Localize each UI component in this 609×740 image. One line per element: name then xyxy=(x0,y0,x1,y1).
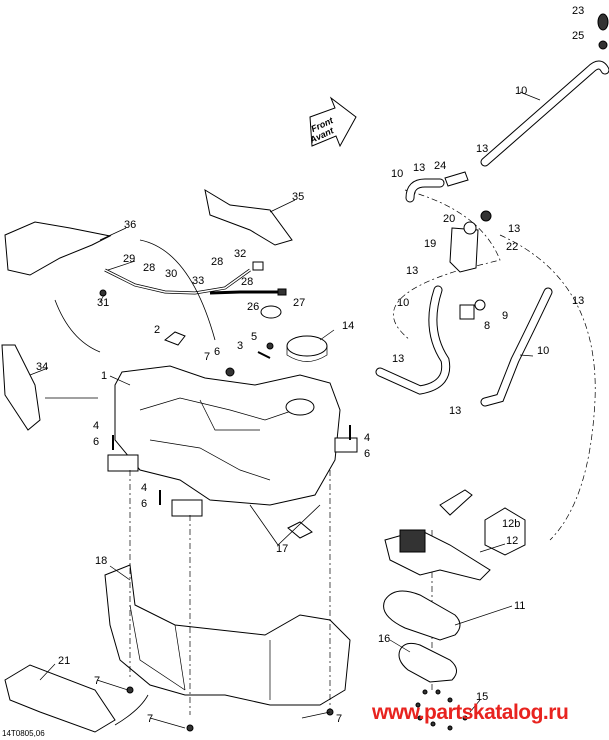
callout-17: 17 xyxy=(276,543,288,555)
callout-15: 15 xyxy=(476,691,488,703)
callout-28: 28 xyxy=(241,276,253,288)
callout-23: 23 xyxy=(572,5,584,17)
callout-10: 10 xyxy=(537,345,549,357)
callout-13: 13 xyxy=(572,295,584,307)
callout-2: 2 xyxy=(154,324,160,336)
callout-10: 10 xyxy=(391,168,403,180)
shield-34 xyxy=(1,344,41,431)
clamp-20 xyxy=(463,221,477,235)
callout-13: 13 xyxy=(476,143,488,155)
callout-6: 6 xyxy=(214,346,220,358)
callout-3: 3 xyxy=(237,340,243,352)
callout-7: 7 xyxy=(336,713,342,725)
callout-7: 7 xyxy=(204,351,210,363)
callout-5: 5 xyxy=(251,331,257,343)
shield-21 xyxy=(4,664,116,733)
screws-15 xyxy=(415,689,468,731)
callout-7: 7 xyxy=(94,675,100,687)
ring-16 xyxy=(398,642,457,683)
clamp-13-filter xyxy=(480,210,492,222)
callout-22: 22 xyxy=(506,241,518,253)
connector-32 xyxy=(252,261,264,271)
callout-20: 20 xyxy=(443,213,455,225)
callout-6: 6 xyxy=(141,498,147,510)
callout-13: 13 xyxy=(449,405,461,417)
callout-11: 11 xyxy=(514,600,525,612)
callout-32: 32 xyxy=(234,248,246,260)
callout-21: 21 xyxy=(58,655,70,667)
drawing-code: 14T0805,06 xyxy=(2,729,45,738)
clamp-31 xyxy=(99,289,107,297)
callout-1: 1 xyxy=(101,370,107,382)
clip-9 xyxy=(474,299,486,311)
bolt-5 xyxy=(266,342,274,350)
callout-13: 13 xyxy=(413,162,425,174)
gasket-11 xyxy=(383,590,461,641)
callout-12: 12 xyxy=(506,535,518,547)
callout-18: 18 xyxy=(95,555,107,567)
callout-13: 13 xyxy=(406,265,418,277)
fuel-pump-12 xyxy=(384,489,491,581)
callout-28: 28 xyxy=(211,256,223,268)
callout-13: 13 xyxy=(508,223,520,235)
callout-36: 36 xyxy=(124,219,136,231)
callout-14: 14 xyxy=(342,320,354,332)
front-direction-arrow: Front Avant xyxy=(307,96,357,148)
shield-35 xyxy=(204,188,293,246)
clip-2 xyxy=(164,331,186,346)
callout-6: 6 xyxy=(364,448,370,460)
connector-24 xyxy=(444,171,469,187)
callout-4: 4 xyxy=(93,420,99,432)
heat-shield-36 xyxy=(4,221,112,276)
callout-24: 24 xyxy=(434,160,446,172)
nut-7 xyxy=(225,367,235,377)
callout-10: 10 xyxy=(515,85,527,97)
label-8 xyxy=(459,304,475,320)
callout-4: 4 xyxy=(141,482,147,494)
callout-6: 6 xyxy=(93,436,99,448)
callout-13: 13 xyxy=(392,353,404,365)
callout-35: 35 xyxy=(292,191,304,203)
skid-plate-18 xyxy=(104,564,351,706)
callout-29: 29 xyxy=(123,253,135,265)
callout-9: 9 xyxy=(502,310,508,322)
watermark: www.partskatalog.ru xyxy=(372,701,569,724)
callout-25: 25 xyxy=(572,30,584,42)
screw-3 xyxy=(257,351,271,359)
callout-4: 4 xyxy=(364,432,370,444)
callout-19: 19 xyxy=(424,238,436,250)
callout-27: 27 xyxy=(293,297,305,309)
clamp-25 xyxy=(598,40,608,50)
callout-31: 31 xyxy=(97,297,109,309)
fuel-filter-19 xyxy=(449,227,479,273)
grommet-26 xyxy=(260,305,282,319)
callout-26: 26 xyxy=(247,301,259,313)
valve-27 xyxy=(277,288,287,296)
callout-33: 33 xyxy=(192,275,204,287)
callout-12b: 12b xyxy=(502,518,520,530)
callout-16: 16 xyxy=(378,633,390,645)
fuel-tank-1 xyxy=(107,365,358,517)
callout-8: 8 xyxy=(484,320,490,332)
vent-valve-23 xyxy=(597,13,609,31)
callout-10: 10 xyxy=(397,297,409,309)
callout-30: 30 xyxy=(165,268,177,280)
hose-17 xyxy=(287,521,313,539)
sender-12b xyxy=(484,507,526,556)
callout-28: 28 xyxy=(143,262,155,274)
callout-34: 34 xyxy=(36,361,48,373)
callout-7: 7 xyxy=(147,713,153,725)
